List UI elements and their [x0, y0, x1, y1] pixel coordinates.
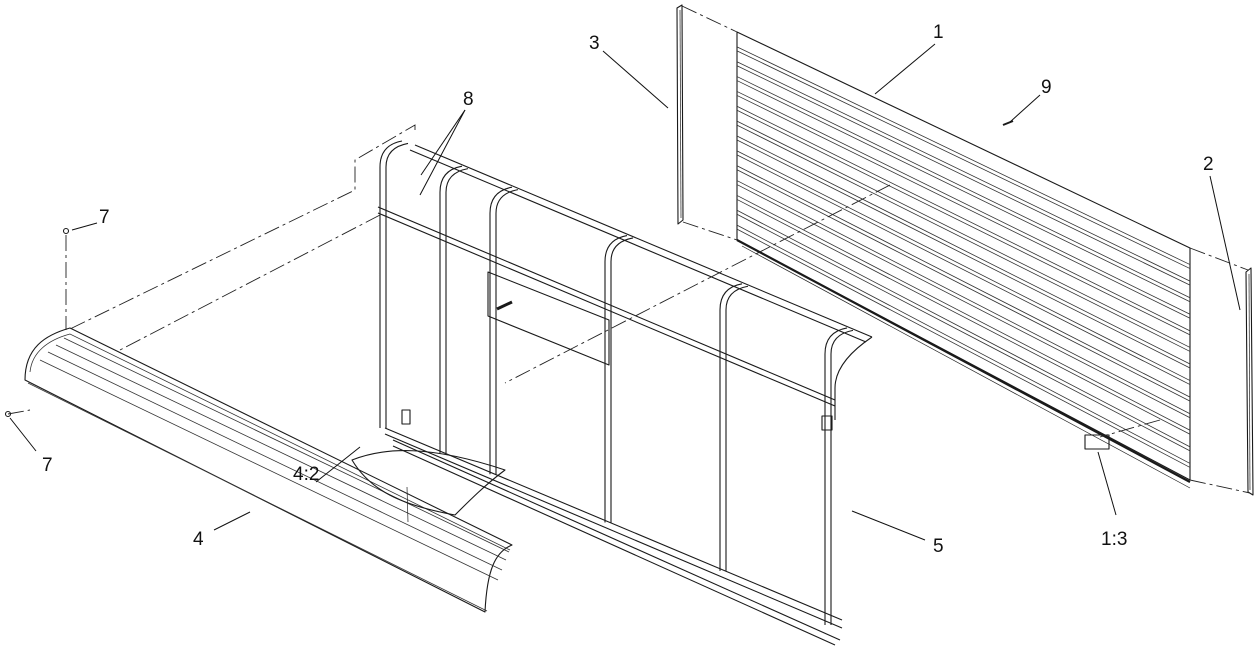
corrugated-panel — [736, 31, 1191, 489]
panel-rib-line — [736, 180, 1191, 415]
callout-7-left: 7 — [42, 455, 53, 476]
callout-5: 5 — [933, 536, 944, 557]
callout-4: 4 — [193, 529, 204, 550]
frame-hoop — [439, 165, 463, 454]
panel-rib-line — [736, 105, 1191, 332]
panel-rib-line — [736, 224, 1191, 464]
panel-rib-line — [736, 95, 1191, 319]
frame-hoop — [725, 285, 749, 571]
frame-hoop — [385, 142, 409, 428]
left-trim-strip — [676, 4, 684, 225]
panel-rib-line — [736, 91, 1191, 315]
frame-hoop — [830, 329, 854, 625]
frame-hoop — [489, 186, 513, 475]
panel-rib-line — [736, 109, 1191, 336]
label-plate — [1084, 434, 1110, 450]
panel-rib-line — [736, 165, 1191, 398]
panel-rib-line — [736, 50, 1191, 269]
panel-rib-line — [736, 61, 1191, 282]
panel-rib-line — [736, 199, 1191, 435]
panel-rib-line — [736, 135, 1191, 365]
frame-assembly — [377, 140, 873, 646]
panel-rib-line — [736, 213, 1191, 452]
leader-lines — [9, 43, 1241, 541]
small-cover — [351, 450, 506, 523]
callout-1: 1 — [933, 22, 944, 43]
panel-rib-line — [736, 80, 1191, 303]
frame-hoop — [604, 234, 628, 523]
panel-rib-line — [736, 169, 1191, 402]
screw-9 — [1002, 120, 1014, 126]
frame-hoop — [495, 189, 519, 475]
callout-7-top: 7 — [99, 207, 110, 228]
right-trim-strip — [1245, 267, 1254, 496]
panel-rib-line — [736, 124, 1191, 352]
panel-rib-line — [736, 150, 1191, 381]
frame-hoop — [379, 140, 403, 428]
panel-rib-line — [736, 76, 1191, 299]
panel-rib-line — [736, 46, 1191, 265]
panel-rib-line — [736, 154, 1191, 385]
panel-rib-line — [736, 65, 1191, 286]
callout-8: 8 — [463, 89, 474, 110]
panel-rib-line — [736, 228, 1191, 468]
callout-3: 3 — [589, 33, 600, 54]
panel-rib-line — [736, 120, 1191, 348]
callout-2: 2 — [1203, 154, 1214, 175]
frame-hoop — [824, 327, 848, 625]
panel-rib-line — [736, 195, 1191, 431]
panel-rib-line — [736, 209, 1191, 448]
callout-1-3: 1:3 — [1101, 529, 1127, 550]
frame-end-curl — [834, 336, 873, 420]
frame-hoop — [719, 283, 743, 571]
frame-hoop — [610, 237, 634, 523]
panel-rib-line — [736, 184, 1191, 419]
bolt-7-top — [62, 227, 70, 235]
frame-hoop — [445, 168, 469, 454]
front-cover — [24, 327, 513, 613]
panel-rib-line — [736, 139, 1191, 369]
callout-4-2: 4:2 — [293, 464, 319, 485]
callout-9: 9 — [1041, 77, 1052, 98]
assembly-lines — [7, 5, 1251, 494]
